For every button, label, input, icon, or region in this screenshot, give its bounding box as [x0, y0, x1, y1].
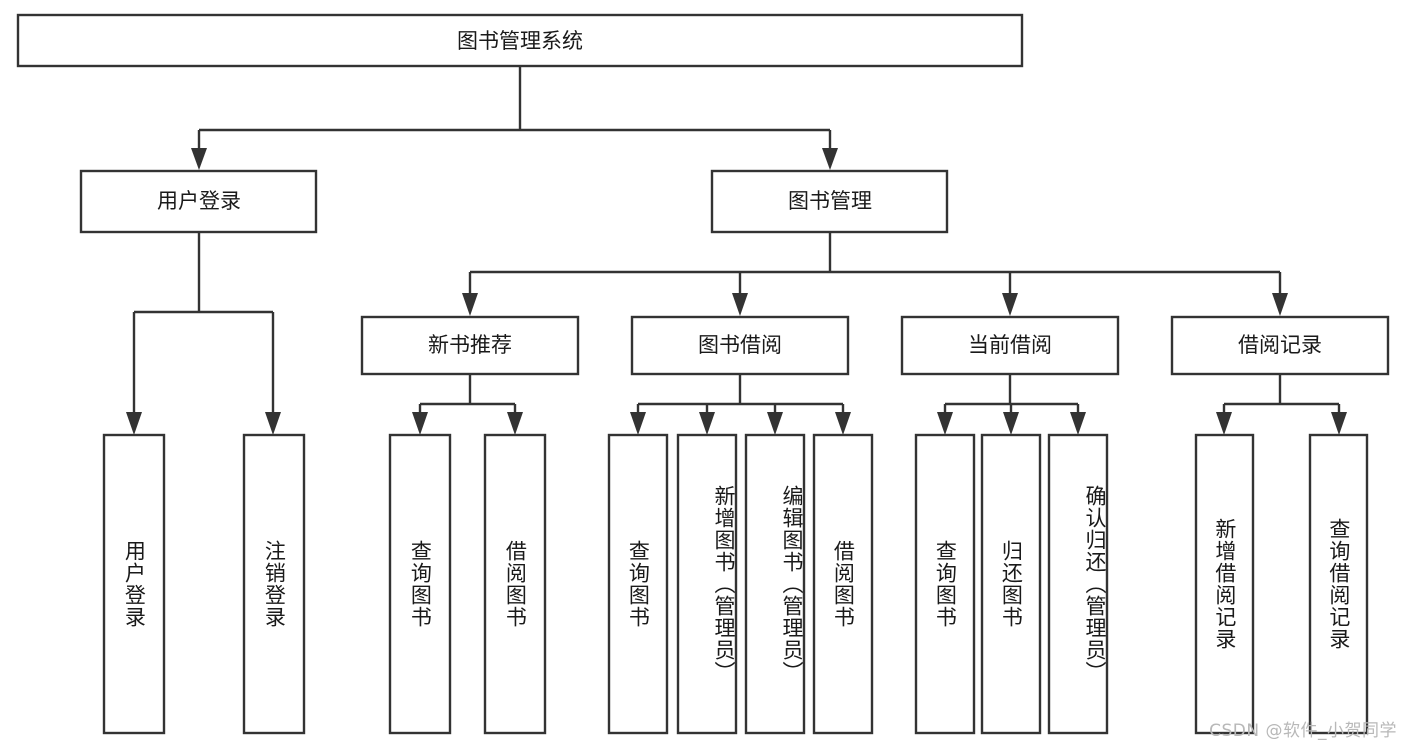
node-borrow-records-label: 借阅记录 [1238, 333, 1322, 357]
node-current-borrow[interactable]: 当前借阅 [900, 315, 1120, 376]
connector-new-book-recommend-to-leaves [412, 374, 523, 435]
node-new-book-recommend[interactable]: 新书推荐 [360, 315, 580, 376]
leaf-box-book-borrow-0[interactable] [607, 433, 669, 735]
node-root-rect[interactable] [16, 13, 1024, 68]
node-current-borrow-label: 当前借阅 [968, 333, 1052, 357]
node-book-management[interactable]: 图书管理 [710, 169, 949, 234]
leaf-box-current-borrow-2[interactable] [1047, 433, 1109, 735]
leaf-box-current-borrow-0[interactable] [914, 433, 976, 735]
csdn-watermark: CSDN @软件_小贺同学 [1209, 721, 1397, 741]
connector-user-login-to-leaves [126, 232, 281, 435]
node-root[interactable]: 图书管理系统 [16, 13, 1024, 68]
node-book-management-label: 图书管理 [788, 189, 872, 213]
leaf-box-new-book-1[interactable] [483, 433, 547, 735]
node-user-login-label: 用户登录 [157, 189, 241, 213]
connector-current-borrow-to-leaves [937, 374, 1086, 435]
node-borrow-records[interactable]: 借阅记录 [1170, 315, 1390, 376]
node-book-borrow-label: 图书借阅 [698, 333, 782, 357]
leaf-box-book-borrow-3[interactable] [812, 433, 874, 735]
leaf-box-current-borrow-1[interactable] [980, 433, 1042, 735]
leaf-box-book-borrow-1[interactable] [676, 433, 738, 735]
connector-book-management-to-level3 [462, 232, 1288, 316]
leaf-box-book-borrow-2[interactable] [744, 433, 806, 735]
node-new-book-recommend-label: 新书推荐 [428, 333, 512, 357]
node-user-login[interactable]: 用户登录 [79, 169, 318, 234]
leaf-box-new-book-0[interactable] [388, 433, 452, 735]
node-current-borrow-rect[interactable] [900, 315, 1120, 376]
connector-root-to-level2 [191, 66, 838, 170]
leaf-box-user-login-1[interactable] [242, 433, 306, 735]
connector-borrow-records-to-leaves [1216, 374, 1347, 435]
node-new-book-recommend-rect[interactable] [360, 315, 580, 376]
leaf-box-borrow-records-1[interactable] [1308, 433, 1369, 735]
node-book-borrow[interactable]: 图书借阅 [630, 315, 850, 376]
connector-book-borrow-to-leaves [630, 374, 851, 435]
leaf-box-borrow-records-0[interactable] [1194, 433, 1255, 735]
node-user-login-rect[interactable] [79, 169, 318, 234]
leaf-box-user-login-0[interactable] [102, 433, 166, 735]
node-root-label: 图书管理系统 [457, 29, 583, 53]
